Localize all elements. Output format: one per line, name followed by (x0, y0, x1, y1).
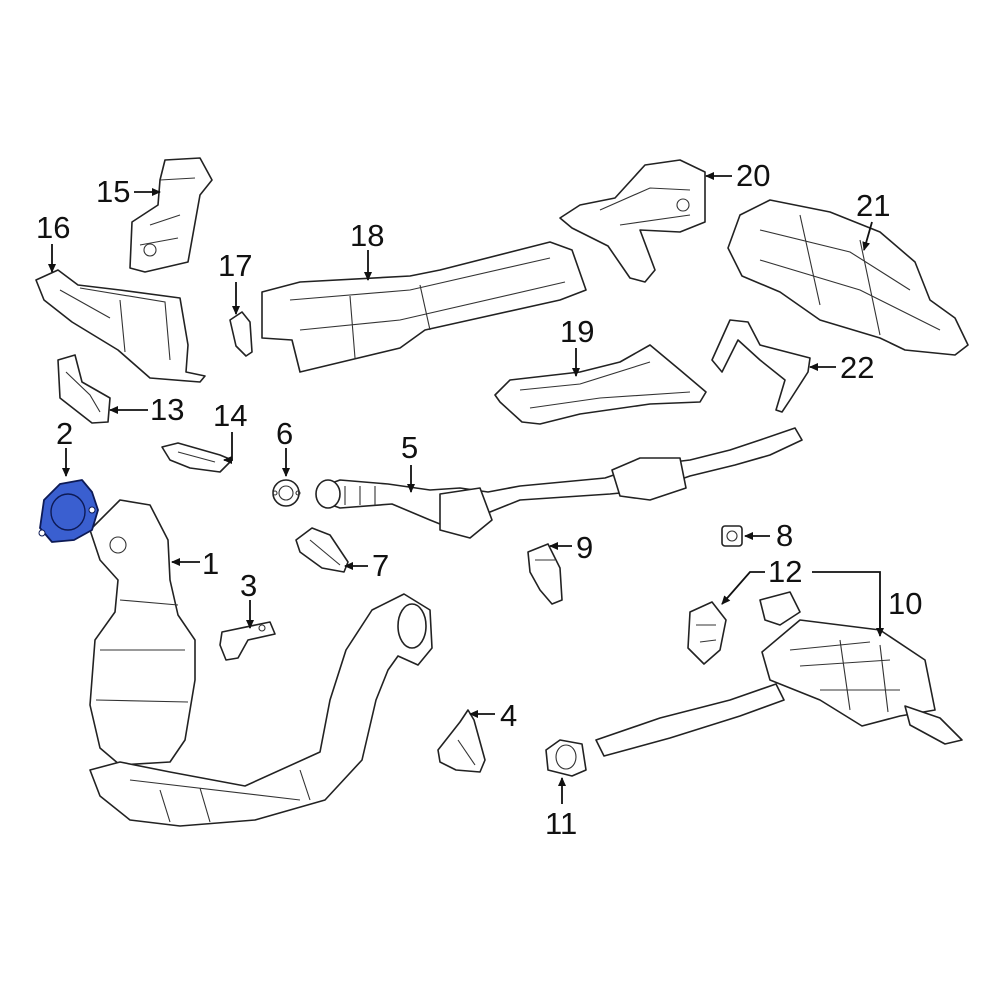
part-22-strap[interactable] (711, 319, 811, 413)
callout-4: 4 (500, 698, 517, 733)
part-16-heat-shield[interactable] (35, 269, 206, 383)
part-8-sensor[interactable] (721, 525, 743, 547)
part-18-heat-shield[interactable] (261, 241, 587, 373)
part-13-shield[interactable] (57, 354, 111, 424)
callout-3: 3 (240, 568, 257, 603)
callout-1: 1 (202, 546, 219, 581)
part-4-bracket[interactable] (437, 709, 486, 773)
callout-12: 12 (768, 554, 802, 589)
callout-21: 21 (856, 188, 890, 223)
callout-7: 7 (372, 548, 389, 583)
part-9-sensor-module[interactable] (527, 543, 563, 605)
callout-8: 8 (776, 518, 793, 553)
callout-14: 14 (213, 398, 247, 433)
part-14-bracket[interactable] (161, 442, 233, 473)
part-20-heat-shield[interactable] (559, 159, 706, 283)
callout-9: 9 (576, 530, 593, 565)
callout-10: 10 (888, 586, 922, 621)
callout-13: 13 (150, 392, 184, 427)
part-1-catalytic-converter[interactable] (89, 499, 433, 827)
callout-6: 6 (276, 416, 293, 451)
part-10-muffler[interactable] (595, 619, 963, 757)
part-12-actuator[interactable] (687, 591, 801, 665)
part-21-heat-shield[interactable] (727, 199, 969, 356)
callout-labels: 1 2 3 4 5 6 7 8 9 10 11 12 13 14 15 16 1… (36, 158, 922, 841)
callout-18: 18 (350, 218, 384, 253)
part-11-clamp[interactable] (545, 739, 587, 777)
callout-15: 15 (96, 174, 130, 209)
callout-20: 20 (736, 158, 770, 193)
callout-11: 11 (545, 806, 577, 841)
part-17-bracket[interactable] (229, 311, 253, 357)
callout-22: 22 (840, 350, 874, 385)
part-7-clamp[interactable] (295, 527, 349, 573)
callout-2: 2 (56, 416, 73, 451)
part-6-gasket[interactable] (272, 479, 301, 507)
part-5-intermediate-pipe[interactable] (315, 427, 803, 539)
callout-16: 16 (36, 210, 70, 245)
callout-19: 19 (560, 314, 594, 349)
leader-lines (48, 172, 884, 804)
callout-5: 5 (401, 430, 418, 465)
part-19-heat-shield[interactable] (494, 344, 707, 425)
callout-17: 17 (218, 248, 252, 283)
part-2-gasket-highlighted[interactable] (38, 479, 99, 543)
part-3-bracket[interactable] (219, 621, 276, 661)
part-15-heat-shield[interactable] (129, 157, 213, 273)
